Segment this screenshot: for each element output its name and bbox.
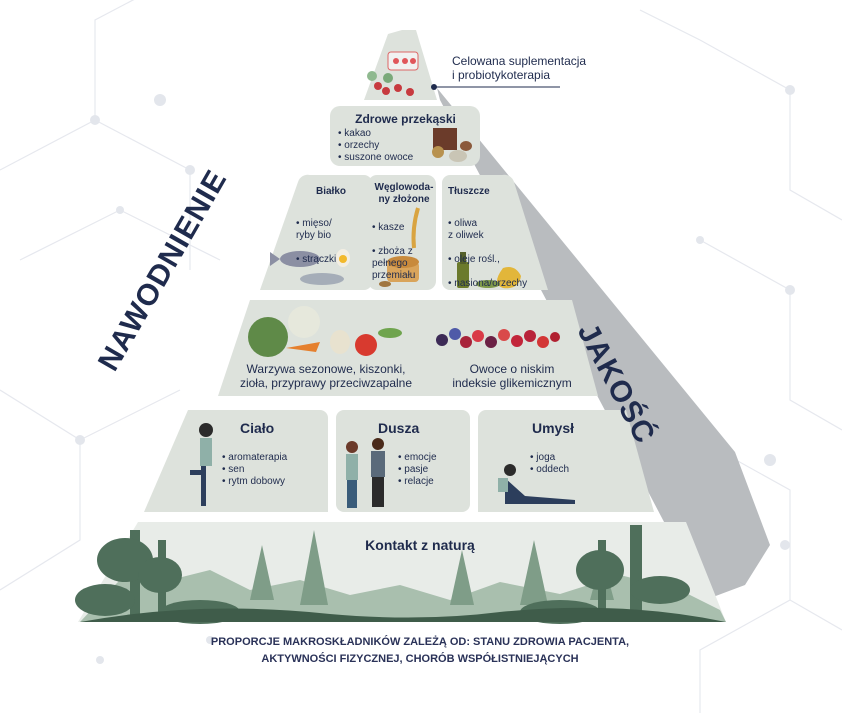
list-item: nasiona/orzechy [448, 278, 540, 290]
list-item: oliwa z oliwek [448, 218, 540, 242]
list-item: kakao [338, 128, 473, 140]
mind-title: Umysł [532, 420, 575, 436]
walking-couple-icon [346, 438, 385, 508]
list-item: sen [222, 464, 287, 476]
standing-person-icon [190, 423, 213, 506]
nature-title: Kontakt z naturą [365, 537, 475, 553]
soul-title: Dusza [378, 420, 420, 436]
fruits-icon [436, 328, 560, 348]
body-title: Ciało [240, 420, 275, 436]
protein-title: Białko [315, 186, 346, 197]
carbs-title: Węglowoda- ny złożone [374, 182, 434, 205]
vegetables-icon [248, 306, 402, 357]
body-list: aromaterapia sen rytm dobowy [222, 452, 287, 488]
list-item: pasje [398, 464, 437, 476]
list-item: mięso/ ryby bio [296, 218, 366, 242]
fats-box: Tłuszcze oliwa z oliwek oleje rośl., nas… [448, 186, 540, 302]
forest-scene [75, 525, 726, 624]
snacks-title: Zdrowe przekąski [355, 112, 456, 126]
protein-list: mięso/ ryby bio strączki [296, 206, 366, 278]
list-item: aromaterapia [222, 452, 287, 464]
yoga-person-icon [498, 464, 575, 504]
list-item: oleje rośl., [448, 254, 540, 266]
list-item: oddech [530, 464, 569, 476]
apex-label: Celowana suplementacja i probiotykoterap… [452, 54, 587, 82]
carbs-box: Węglowoda- ny złożone kasze zboża z pełn… [372, 182, 436, 294]
list-item: zboża z pełnego przemiału [372, 246, 436, 282]
list-item: relacje [398, 476, 437, 488]
fruits-label: Owoce o niskim indeksie glikemicznym [452, 362, 572, 390]
footer-note: PROPORCJE MAKROSKŁADNIKÓW ZALEŻĄ OD: STA… [140, 634, 700, 668]
snacks-list: kakao orzechy suszone owoce [338, 128, 473, 164]
carbs-list: kasze zboża z pełnego przemiału [372, 210, 436, 294]
list-item: joga [530, 452, 569, 464]
protein-box: Białko mięso/ ryby bio strączki [296, 186, 366, 278]
fats-title: Tłuszcze [448, 186, 490, 197]
snacks-box: Zdrowe przekąski kakao orzechy suszone o… [338, 112, 473, 164]
list-item: emocje [398, 452, 436, 464]
supplements-icon [367, 51, 419, 96]
fats-list: oliwa z oliwek oleje rośl., nasiona/orze… [448, 206, 540, 302]
mind-list: joga oddech [530, 452, 569, 476]
list-item: rytm dobowy [222, 476, 287, 488]
footer-line-2: AKTYWNOŚCI FIZYCZNEJ, CHORÓB WSPÓŁISTNIE… [261, 653, 579, 665]
list-item: suszone owoce [338, 152, 473, 164]
vegetables-label: Warzywa sezonowe, kiszonki, zioła, przyp… [239, 362, 413, 390]
list-item: orzechy [338, 140, 473, 152]
footer-line-1: PROPORCJE MAKROSKŁADNIKÓW ZALEŻĄ OD: STA… [210, 636, 630, 648]
soul-list: emocje pasje relacje [398, 452, 437, 488]
list-item: strączki [296, 254, 366, 266]
list-item: kasze [372, 222, 436, 234]
